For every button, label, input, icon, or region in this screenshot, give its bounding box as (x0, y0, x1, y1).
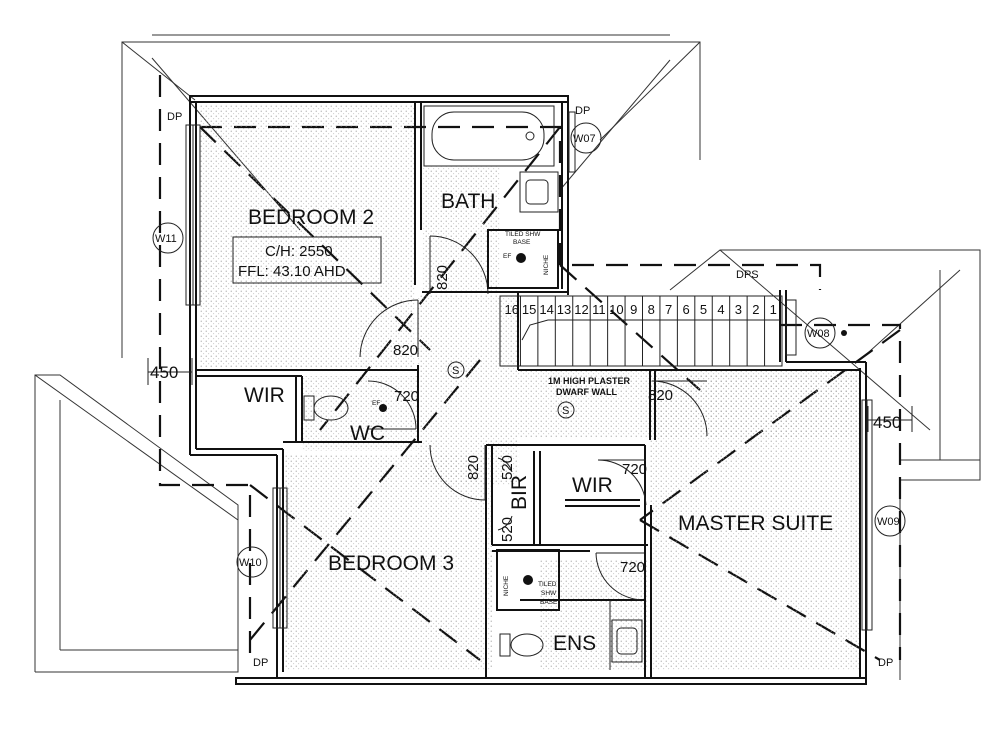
stair-number: 2 (752, 302, 759, 317)
ens-vanity (611, 619, 643, 663)
toilet-ens (499, 633, 544, 657)
stair-number: 9 (630, 302, 637, 317)
stair-number: 15 (522, 302, 536, 317)
door-width-bir-top: 520 (499, 455, 516, 480)
room-label-bedroom2: BEDROOM 2 (248, 206, 374, 229)
stair-number: 11 (592, 302, 606, 317)
dim-left-overhang: 450 (150, 363, 178, 382)
dwarf-wall-label-2: DWARF WALL (556, 387, 617, 397)
window-marks (185, 111, 873, 631)
stair-number: 16 (504, 302, 518, 317)
smoke-detector-landing-icon (557, 401, 575, 419)
niche-ens-label: NICHE (503, 575, 510, 596)
downpipe-spreader: DPS (736, 269, 759, 281)
stair-number: 5 (700, 302, 707, 317)
floor-level: FFL: 43.10 AHD (238, 263, 346, 280)
door-width-master: 820 (648, 387, 673, 404)
room-label-ens: ENS (553, 632, 596, 655)
dimension-lines (147, 358, 913, 432)
smoke-detector-hall-icon (447, 361, 465, 379)
stair-number: 3 (735, 302, 742, 317)
window-tag-w07: W07 (573, 133, 596, 145)
fixtures (303, 105, 643, 663)
shower-bath (487, 229, 559, 289)
shower-bath-label-1: TILED SHW (505, 231, 541, 238)
window-tag-w11: W11 (155, 233, 177, 245)
door-width-bed3: 820 (465, 455, 482, 480)
room-fills (200, 105, 860, 670)
ceiling-height: C/H: 2550 (265, 243, 333, 260)
door-width-bir-bottom: 520 (499, 517, 516, 542)
room-label-wir-right: WIR (572, 474, 613, 497)
shower-bath-label-2: BASE (513, 239, 531, 246)
door-width-bath: 820 (434, 265, 451, 290)
downpipe-bottom-right: DP (878, 657, 893, 669)
toilet-wc (303, 395, 387, 421)
stair-number: 6 (682, 302, 689, 317)
door-width-wc: 720 (394, 388, 419, 405)
info-box (232, 236, 382, 284)
window-tag-w10: W10 (239, 557, 262, 569)
room-label-wir-left: WIR (244, 384, 285, 407)
window-tag-circles (152, 122, 906, 578)
stair-number: 12 (574, 302, 588, 317)
smoke-detector-hall-label: S (452, 365, 459, 377)
stair-number: 4 (717, 302, 724, 317)
room-label-wc: WC (350, 422, 385, 445)
stair-number: 1 (770, 302, 777, 317)
walls (189, 95, 867, 685)
dwarf-wall-label-1: 1M HIGH PLASTER (548, 376, 631, 386)
bath-vanity (519, 171, 559, 213)
stair-number: 7 (665, 302, 672, 317)
room-label-bath: BATH (441, 190, 495, 213)
door-width-ens: 720 (620, 559, 645, 576)
window-tag-w08: W08 (807, 328, 830, 340)
room-label-bedroom3: BEDROOM 3 (328, 552, 454, 575)
window-tag-w09: W09 (877, 516, 900, 528)
door-width-bed2: 820 (393, 342, 418, 359)
downpipe-top-right: DP (575, 105, 590, 117)
stair-number: 14 (539, 302, 553, 317)
stair-number: 10 (609, 302, 623, 317)
shower-ens (496, 549, 560, 611)
shower-ens-label-2: SHW (541, 590, 557, 597)
niche-bath-label: NICHE (543, 254, 550, 275)
bathtub (423, 105, 555, 167)
downpipe-top-left: DP (167, 111, 182, 123)
exhaust-wc-label: EF (372, 400, 380, 407)
shower-ens-label-3: BASE (540, 599, 558, 606)
room-label-bir: BIR (508, 475, 531, 510)
doors (359, 235, 708, 601)
stair-number: 8 (648, 302, 655, 317)
stair-number: 13 (557, 302, 571, 317)
room-label-master-suite: MASTER SUITE (678, 512, 833, 535)
door-width-wir: 720 (622, 461, 647, 478)
smoke-detector-landing-label: S (562, 405, 569, 417)
exhaust-bath-label: EF (503, 253, 511, 260)
shower-ens-label-1: TILED (538, 581, 557, 588)
downpipe-bottom-left: DP (253, 657, 268, 669)
roof-outline (34, 34, 981, 680)
dim-right-overhang: 450 (873, 413, 901, 432)
